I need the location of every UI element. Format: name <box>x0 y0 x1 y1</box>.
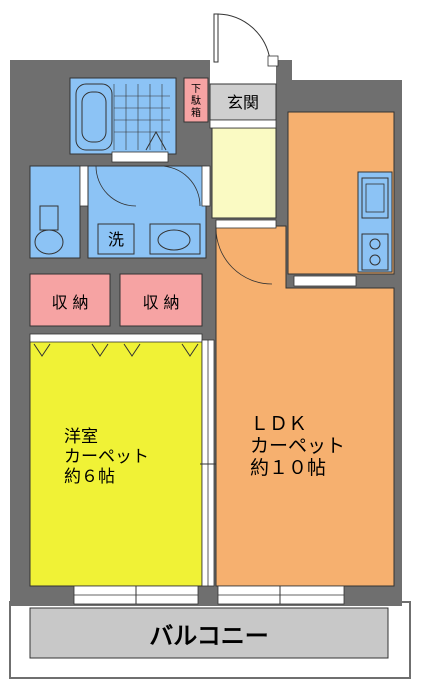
balcony <box>29 607 389 659</box>
hallway-step <box>209 119 277 129</box>
front-door-swing <box>217 13 271 61</box>
ldk-door <box>215 219 277 229</box>
front-door <box>213 13 219 63</box>
bathroom-door-mark <box>145 130 167 151</box>
closet-doors <box>29 333 203 343</box>
shoe-box <box>183 77 209 123</box>
toilet-tank-icon <box>39 205 59 231</box>
washroom-label: 洗 <box>108 230 124 249</box>
bathroom-tiles <box>113 84 170 150</box>
washroom-door-swing <box>95 165 137 207</box>
closet-left-label: 収 納 <box>51 293 88 312</box>
closet-door-marks <box>33 343 199 357</box>
hallway <box>211 127 277 219</box>
burner-icon-1 <box>369 238 381 250</box>
entrance <box>209 83 277 121</box>
toilet-door <box>79 165 89 207</box>
shoe-box-label-3: 箱 <box>191 106 201 119</box>
closet-right-label: 収 納 <box>142 293 179 312</box>
toilet-icon <box>34 229 64 255</box>
washroom-door-swing-2 <box>159 165 201 207</box>
washing-machine-area <box>97 223 135 255</box>
ldk-label-3: 約１０帖 <box>250 457 326 479</box>
ldk-room <box>215 225 395 587</box>
ldk-label-1: ＬＤＫ <box>250 413 307 435</box>
bathtub-icon <box>75 83 113 151</box>
balcony-label: バルコニー <box>149 622 269 650</box>
bathroom-door <box>111 151 169 163</box>
closet-right <box>119 273 203 327</box>
western-room <box>29 339 203 587</box>
ldk-label-2: カーペット <box>250 435 345 457</box>
closet-left <box>29 273 111 327</box>
stove-icon <box>361 233 389 271</box>
western-room-label-3: 約６帖 <box>64 467 115 487</box>
entrance-label: 玄関 <box>227 93 259 112</box>
shoe-box-label-1: 下 <box>191 84 201 95</box>
ldk-door-swing <box>215 227 273 285</box>
washroom-door <box>201 165 211 207</box>
western-room-label-2: カーペット <box>64 447 149 467</box>
shoe-box-label-2: 駄 <box>191 94 201 107</box>
kitchen-window <box>293 275 357 287</box>
sink-icon <box>157 229 191 251</box>
kitchen-basin-icon <box>365 183 385 213</box>
front-door-frame <box>267 55 279 67</box>
burner-icon-2 <box>369 254 381 266</box>
western-room-label-1: 洋室 <box>64 427 98 447</box>
bathtub-basin-icon <box>81 91 107 143</box>
